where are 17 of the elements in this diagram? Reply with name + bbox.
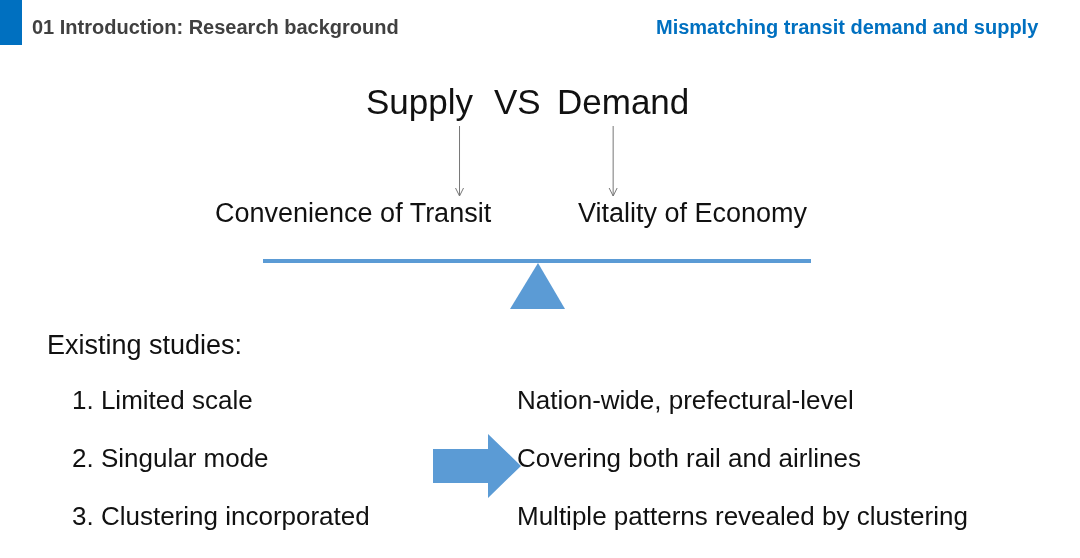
arrow	[455, 125, 464, 197]
arrow	[608, 125, 618, 197]
block-arrow	[433, 433, 521, 498]
heading-term: Demand	[557, 82, 690, 122]
list-item: 3. Clustering incorporated	[72, 501, 370, 532]
slide-title: Mismatching transit demand and supply	[656, 16, 1039, 39]
vs-label: VS	[494, 82, 541, 122]
concept-label: Convenience of Transit	[215, 198, 492, 229]
list-item: Covering both rail and airlines	[517, 443, 861, 474]
heading-term: Supply	[366, 82, 474, 122]
list-item: 1. Limited scale	[72, 385, 253, 416]
list-item: Multiple patterns revealed by clustering	[517, 501, 968, 532]
list-item: 2. Singular mode	[72, 443, 269, 474]
list-item: Nation-wide, prefectural-level	[517, 385, 854, 416]
section-title: 01 Introduction: Research background	[32, 16, 399, 39]
concept-label: Vitality of Economy	[578, 198, 808, 229]
list-heading: Existing studies:	[47, 330, 243, 361]
